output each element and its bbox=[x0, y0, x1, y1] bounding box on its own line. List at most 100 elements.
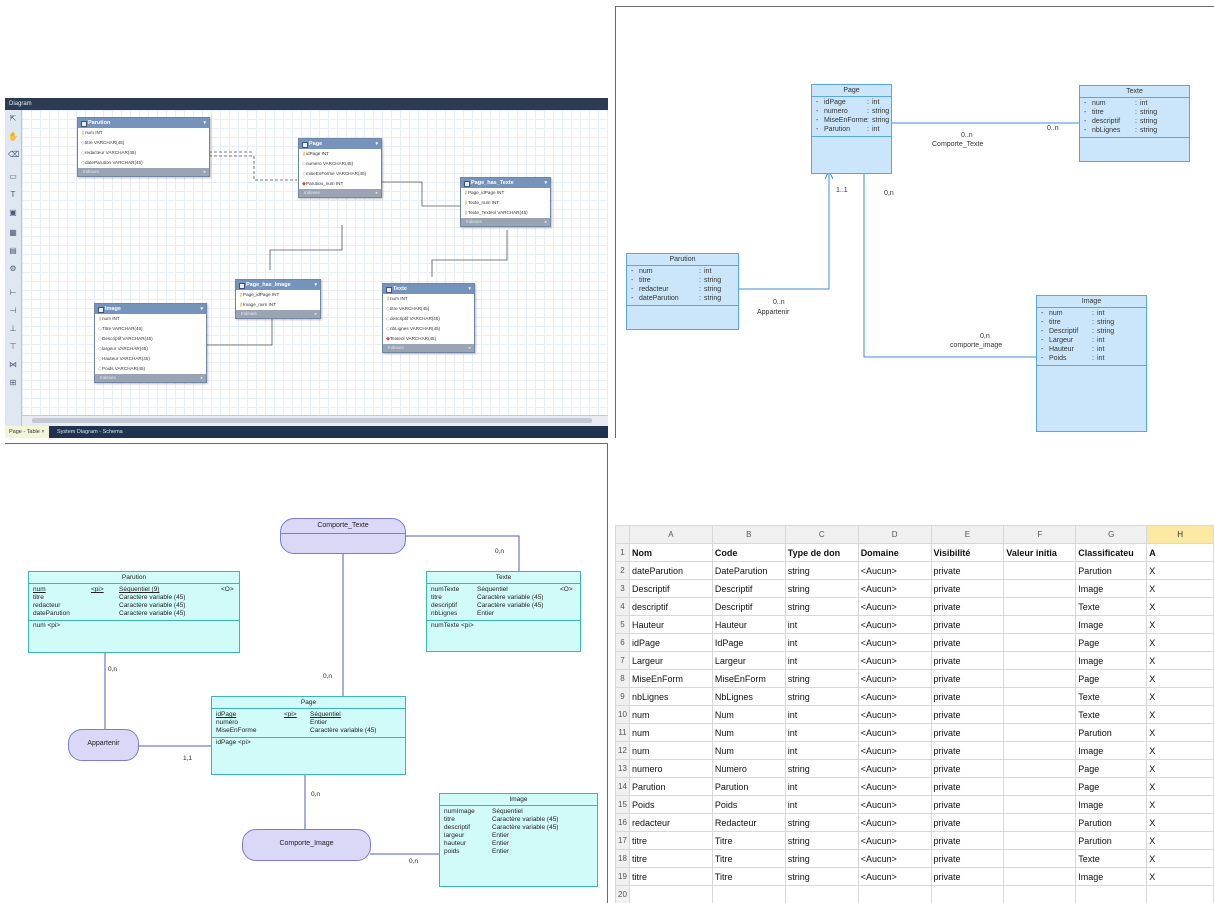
spreadsheet-cell[interactable]: <Aucun> bbox=[857, 867, 932, 886]
scrollbar-thumb[interactable] bbox=[32, 418, 592, 423]
assoc-comporte-texte[interactable]: Comporte_Texte bbox=[280, 518, 406, 554]
row-header[interactable]: 11 bbox=[615, 723, 630, 742]
table-image[interactable]: Image▾ ⚷num INT ◇Titre VARCHAR(45) ◇Desc… bbox=[94, 303, 207, 383]
spreadsheet-cell[interactable]: string bbox=[784, 759, 859, 778]
relation-1-1-id-icon[interactable]: ⊥ bbox=[9, 324, 17, 333]
spreadsheet-cell[interactable] bbox=[1003, 615, 1077, 634]
spreadsheet-cell[interactable]: X bbox=[1146, 561, 1214, 580]
relation-1-n-icon[interactable]: ⊣ bbox=[9, 306, 17, 315]
table-image-indexes[interactable]: Indexes▸ bbox=[95, 374, 206, 382]
spreadsheet-cell[interactable]: Poids bbox=[711, 795, 786, 814]
relation-existing-icon[interactable]: ⊞ bbox=[9, 378, 17, 387]
spreadsheet-cell[interactable]: int bbox=[784, 795, 859, 814]
spreadsheet-cell[interactable]: X bbox=[1146, 795, 1214, 814]
spreadsheet-cell[interactable] bbox=[1003, 723, 1077, 742]
row-header[interactable]: 6 bbox=[615, 633, 630, 652]
spreadsheet-cell[interactable]: int bbox=[784, 777, 859, 796]
spreadsheet-cell[interactable]: <Aucun> bbox=[857, 813, 932, 832]
spreadsheet-cell[interactable]: private bbox=[930, 615, 1005, 634]
spreadsheet-cell[interactable]: private bbox=[930, 831, 1005, 850]
spreadsheet-cell[interactable]: int bbox=[784, 633, 859, 652]
row-header[interactable]: 12 bbox=[615, 741, 630, 760]
uml-class-parution[interactable]: Parution -num:int -titre:string -redacte… bbox=[626, 253, 739, 330]
spreadsheet-cell[interactable]: Titre bbox=[711, 831, 786, 850]
spreadsheet-cell[interactable]: Valeur initia bbox=[1003, 543, 1077, 562]
spreadsheet-cell[interactable]: Descriptif bbox=[628, 579, 713, 598]
spreadsheet-cell[interactable]: X bbox=[1146, 633, 1214, 652]
spreadsheet-cell[interactable]: <Aucun> bbox=[857, 831, 932, 850]
column-header[interactable]: F bbox=[1003, 525, 1077, 544]
spreadsheet-cell[interactable]: Image bbox=[1075, 579, 1148, 598]
relation-1-n-id-icon[interactable]: ⊤ bbox=[9, 342, 17, 351]
spreadsheet-cell[interactable]: Code bbox=[711, 543, 786, 562]
pointer-tool-icon[interactable]: ⇱ bbox=[9, 114, 17, 123]
spreadsheet-cell[interactable]: X bbox=[1146, 723, 1214, 742]
image-tool-icon[interactable]: ▣ bbox=[9, 208, 17, 217]
spreadsheet-cell[interactable]: private bbox=[930, 651, 1005, 670]
column-header[interactable]: E bbox=[930, 525, 1005, 544]
spreadsheet-cell[interactable]: dateParution bbox=[628, 561, 713, 580]
spreadsheet-cell[interactable]: Image bbox=[1075, 741, 1148, 760]
spreadsheet-cell[interactable]: private bbox=[930, 723, 1005, 742]
spreadsheet-cell[interactable]: Page bbox=[1075, 777, 1148, 796]
table-page-has-image[interactable]: Page_has_Image▾ ⚷Page_idPage INT ⚷Image_… bbox=[235, 279, 321, 319]
spreadsheet-cell[interactable]: idPage bbox=[628, 633, 713, 652]
spreadsheet-cell[interactable]: X bbox=[1146, 651, 1214, 670]
spreadsheet-cell[interactable]: X bbox=[1146, 759, 1214, 778]
spreadsheet-cell[interactable]: private bbox=[930, 633, 1005, 652]
spreadsheet-cell[interactable]: Page bbox=[1075, 633, 1148, 652]
spreadsheet-cell[interactable]: private bbox=[930, 705, 1005, 724]
spreadsheet-cell[interactable]: Hauteur bbox=[711, 615, 786, 634]
spreadsheet-cell[interactable] bbox=[1075, 885, 1148, 903]
assoc-appartenir[interactable]: Appartenir bbox=[68, 729, 139, 761]
column-header[interactable]: B bbox=[711, 525, 786, 544]
spreadsheet-cell[interactable]: Image bbox=[1075, 651, 1148, 670]
spreadsheet-cell[interactable]: DateParution bbox=[711, 561, 786, 580]
spreadsheet-cell[interactable]: Domaine bbox=[857, 543, 932, 562]
spreadsheet-cell[interactable] bbox=[1003, 561, 1077, 580]
designer-canvas[interactable]: Parution▾ ⚷num INT ◇titre VARCHAR(45) ◇r… bbox=[22, 110, 608, 415]
spreadsheet-cell[interactable]: string bbox=[784, 561, 859, 580]
column-header[interactable]: D bbox=[857, 525, 932, 544]
spreadsheet-cell[interactable]: X bbox=[1146, 687, 1214, 706]
spreadsheet-cell[interactable] bbox=[930, 885, 1005, 903]
spreadsheet-cell[interactable]: X bbox=[1146, 669, 1214, 688]
spreadsheet-cell[interactable]: Parution bbox=[711, 777, 786, 796]
spreadsheet-cell[interactable]: Num bbox=[711, 723, 786, 742]
spreadsheet-cell[interactable] bbox=[1003, 633, 1077, 652]
spreadsheet-cell[interactable]: A bbox=[1146, 543, 1214, 562]
column-header[interactable]: A bbox=[628, 525, 713, 544]
layer-tool-icon[interactable]: ▭ bbox=[9, 172, 17, 181]
spreadsheet-cell[interactable]: string bbox=[784, 669, 859, 688]
spreadsheet-cell[interactable]: X bbox=[1146, 579, 1214, 598]
table-tool-icon[interactable]: ▦ bbox=[9, 228, 17, 237]
spreadsheet-cell[interactable]: string bbox=[784, 867, 859, 886]
relation-n-m-icon[interactable]: ⋈ bbox=[9, 360, 17, 369]
spreadsheet-cell[interactable]: X bbox=[1146, 741, 1214, 760]
spreadsheet-cell[interactable]: MiseEnForm bbox=[628, 669, 713, 688]
spreadsheet-cell[interactable]: descriptif bbox=[628, 597, 713, 616]
spreadsheet-cell[interactable]: private bbox=[930, 813, 1005, 832]
uml-class-image[interactable]: Image -num:int -titre:string -Descriptif… bbox=[1036, 295, 1147, 432]
table-parution[interactable]: Parution▾ ⚷num INT ◇titre VARCHAR(45) ◇r… bbox=[77, 117, 210, 177]
spreadsheet-cell[interactable]: Parution bbox=[628, 777, 713, 796]
spreadsheet-cell[interactable]: Parution bbox=[1075, 723, 1148, 742]
table-texte-indexes[interactable]: Indexes▸ bbox=[383, 344, 474, 352]
spreadsheet-cell[interactable]: <Aucun> bbox=[857, 705, 932, 724]
spreadsheet-cell[interactable] bbox=[1003, 813, 1077, 832]
spreadsheet-cell[interactable]: Visibilité bbox=[930, 543, 1005, 562]
spreadsheet-cell[interactable] bbox=[1003, 741, 1077, 760]
view-tool-icon[interactable]: ▤ bbox=[9, 246, 17, 255]
spreadsheet-cell[interactable]: Descriptif bbox=[711, 597, 786, 616]
table-page-has-texte-indexes[interactable]: Indexes▸ bbox=[461, 218, 550, 226]
spreadsheet-cell[interactable] bbox=[1003, 759, 1077, 778]
horizontal-scrollbar[interactable] bbox=[22, 415, 608, 426]
spreadsheet-cell[interactable]: <Aucun> bbox=[857, 579, 932, 598]
spreadsheet-cell[interactable]: Texte bbox=[1075, 705, 1148, 724]
spreadsheet-cell[interactable]: Descriptif bbox=[711, 579, 786, 598]
spreadsheet-cell[interactable] bbox=[1003, 687, 1077, 706]
row-header[interactable]: 13 bbox=[615, 759, 630, 778]
row-header[interactable]: 1 bbox=[615, 543, 630, 562]
